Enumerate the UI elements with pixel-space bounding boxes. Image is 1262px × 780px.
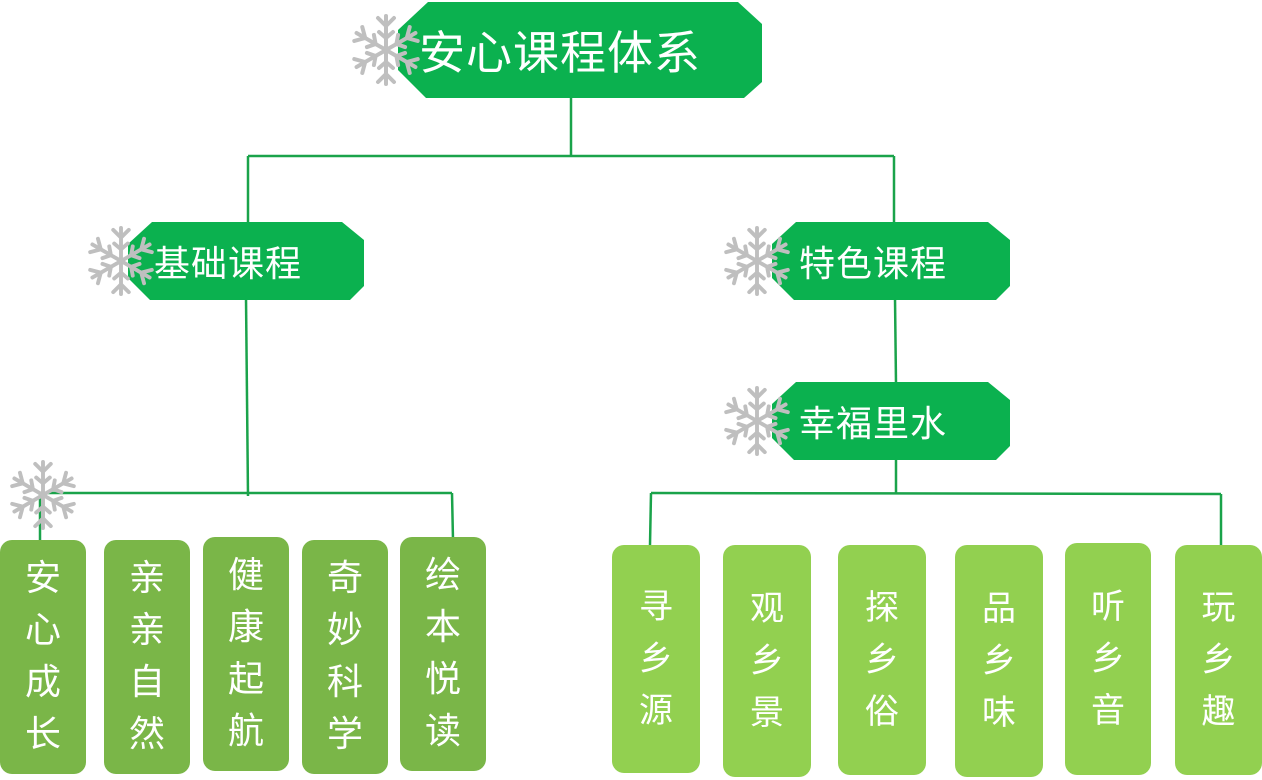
basic-leaf-3: 健康起航 [203,537,289,771]
feature-leaf-label: 品乡味 [981,589,1016,733]
basic-course-label: 基础课程 [153,244,302,285]
feature-leaf-label: 探乡俗 [864,588,899,732]
feature-leaf-4: 品乡味 [955,545,1043,777]
basic-course-node: 基础课程 [128,222,364,300]
feature-leaf-6: 玩乡趣 [1175,545,1262,775]
snowflake-icon [352,14,420,86]
snowflake-icon [724,226,790,296]
root-node: 安心课程体系 [398,2,762,98]
basic-leaf-2: 亲亲自然 [104,540,190,774]
xingfu-lishui-node: 幸福里水 [772,382,1010,460]
xingfu-lishui-label: 幸福里水 [798,404,947,445]
feature-leaf-label: 玩乡趣 [1201,588,1236,732]
snowflake-icon [10,460,76,530]
basic-leaf-4: 奇妙科学 [302,540,388,774]
feature-leaf-label: 寻乡源 [638,587,673,731]
feature-leaf-2: 观乡景 [723,545,811,777]
feature-leaf-1: 寻乡源 [612,545,700,773]
basic-leaf-1: 安心成长 [0,540,86,774]
basic-leaf-5: 绘本悦读 [400,537,486,771]
feature-leaf-label: 听乡音 [1090,587,1125,731]
feature-leaf-label: 观乡景 [749,589,784,733]
feature-leaf-5: 听乡音 [1065,543,1151,775]
basic-leaf-label: 亲亲自然 [128,558,165,755]
snowflake-icon [88,226,154,296]
root-label: 安心课程体系 [419,26,701,80]
feature-leaf-3: 探乡俗 [838,545,926,775]
feature-course-node: 特色课程 [772,222,1010,300]
basic-leaf-label: 奇妙科学 [326,558,363,755]
basic-leaf-label: 安心成长 [24,558,61,755]
feature-course-label: 特色课程 [798,244,947,285]
basic-leaf-label: 健康起航 [227,555,264,752]
basic-leaf-label: 绘本悦读 [424,555,461,752]
snowflake-icon [724,386,790,456]
